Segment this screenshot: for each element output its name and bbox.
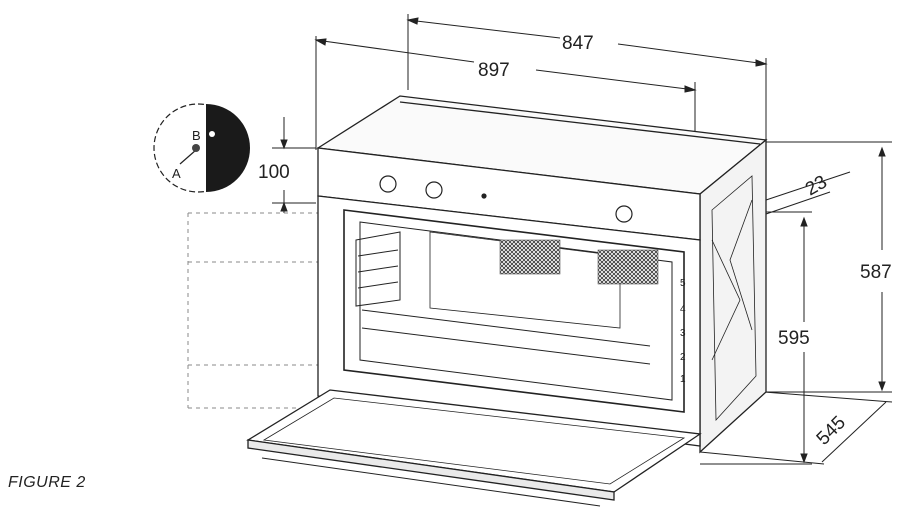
dimension-100-lines	[272, 117, 316, 213]
dimension-23-lines	[765, 171, 851, 215]
dimension-587: 587	[860, 262, 892, 283]
rack-level-1: 1	[680, 374, 686, 385]
dimension-587-lines	[766, 141, 892, 393]
rack-level-2: 2	[680, 352, 686, 363]
dimension-847: 847	[562, 33, 594, 54]
dimension-897: 897	[478, 60, 510, 81]
rack-level-4: 4	[680, 304, 686, 315]
fan-grills	[499, 239, 659, 285]
rack-level-numbers: 5 4 3 2 1	[680, 278, 686, 385]
dimension-23: 23	[802, 172, 831, 201]
dimension-545: 545	[813, 412, 850, 449]
detail-label-a: A	[172, 166, 181, 181]
figure-label: FIGURE 2	[8, 474, 86, 491]
dimension-847-lines	[406, 14, 768, 140]
dimension-897-lines	[314, 36, 697, 160]
rack-level-3: 3	[680, 328, 686, 339]
detail-label-b: B	[192, 128, 201, 143]
dimension-545-lines	[699, 391, 893, 465]
rack-rails	[355, 231, 651, 365]
rack-level-5: 5	[680, 278, 686, 289]
dimension-595: 595	[778, 328, 810, 349]
oven-door-open	[246, 389, 702, 507]
detail-circle	[153, 103, 250, 193]
control-knobs	[379, 175, 633, 223]
dimension-100: 100	[258, 162, 290, 183]
